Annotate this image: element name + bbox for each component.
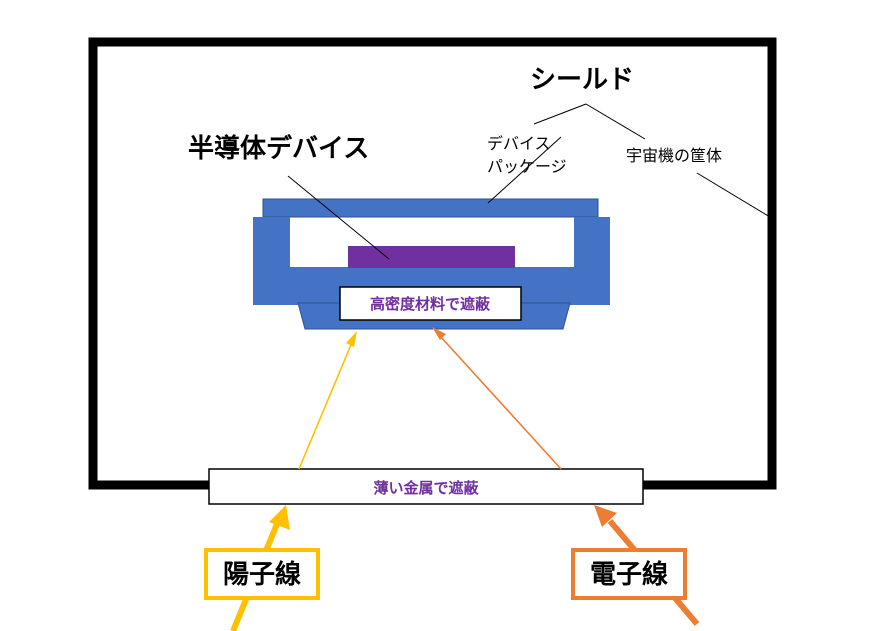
proton-beam-label: 陽子線 [223, 559, 301, 590]
high-density-shield-label: 高密度材料で遮蔽 [370, 295, 491, 313]
semiconductor-device-label: 半導体デバイス [188, 133, 369, 164]
electron-inner-arrow-shaft [439, 335, 562, 470]
semiconductor-chip [348, 246, 515, 268]
shield-callout-line-right [585, 103, 646, 140]
electron-beam-label: 電子線 [590, 559, 668, 590]
shield-label: シールド [530, 65, 634, 95]
package-callout-line [487, 136, 562, 204]
proton-inner-arrow-shaft [298, 339, 354, 470]
electron-outer-arrow-head [594, 505, 617, 527]
thin-metal-shield-label: 薄い金属で遮蔽 [373, 479, 479, 497]
housing-callout-line [696, 172, 771, 218]
device-package-label-line1: デバイス [487, 134, 551, 153]
electron-inner-arrow-head [432, 327, 446, 340]
spacecraft-housing-label: 宇宙機の筐体 [626, 146, 722, 165]
package-lid [262, 198, 599, 218]
proton-label-box [204, 548, 320, 600]
semiconductor-callout-line [287, 175, 390, 260]
package-body [253, 217, 610, 305]
shield-callout-line-left [533, 103, 587, 125]
proton-inner-arrow-head [346, 331, 357, 347]
proton-outer-arrow-head [269, 505, 290, 530]
high-density-shield-box [339, 286, 522, 321]
electron-label-box [571, 548, 687, 600]
device-package-label-line2: パッケージ [487, 157, 567, 176]
thin-metal-shield-box [208, 468, 644, 505]
